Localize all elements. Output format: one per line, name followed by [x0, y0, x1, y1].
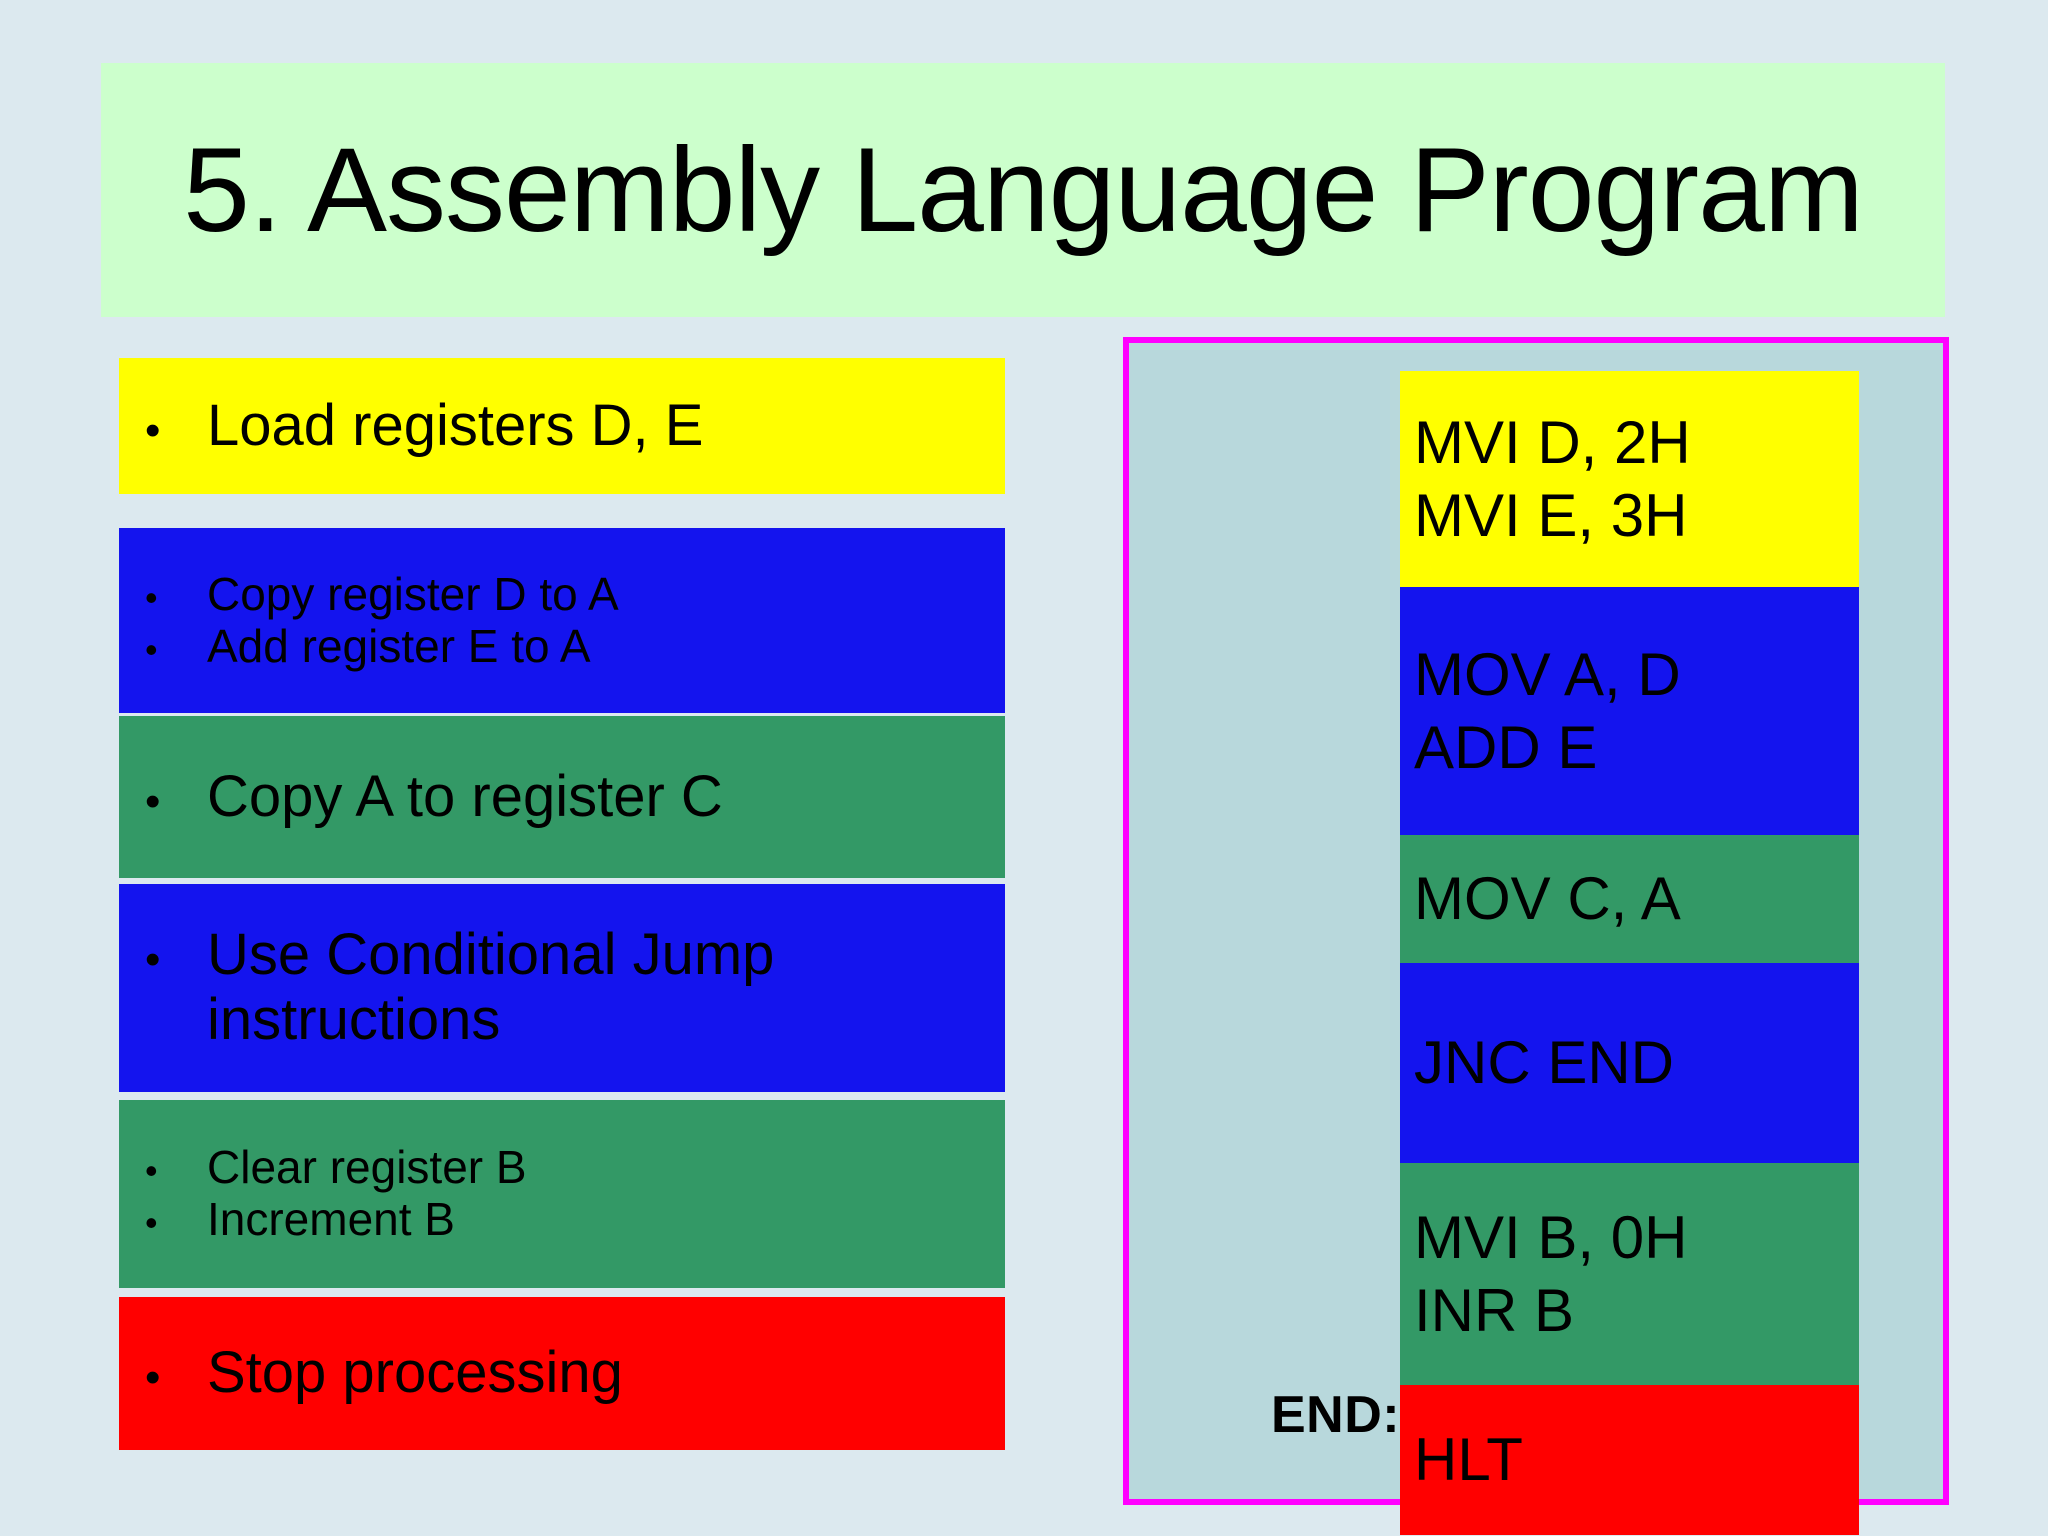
bullet-line: • Increment B: [137, 1193, 995, 1246]
bullet-icon: •: [145, 1353, 161, 1403]
bullet-line: • Copy A to register C: [137, 763, 995, 830]
step-text: Stop processing: [207, 1340, 623, 1406]
step-box-copy-add: • Copy register D to A • Add register E …: [119, 528, 1005, 713]
code-line: INR B: [1414, 1277, 1575, 1344]
step-text: Increment B: [207, 1193, 455, 1245]
code-line: MVI D, 2H: [1414, 408, 1691, 476]
code-listing: MVI D, 2H MVI E, 3H MOV A, D ADD E MOV C…: [1400, 371, 1859, 1535]
bullet-line: • Stop processing: [137, 1340, 995, 1406]
bullet-icon: •: [145, 576, 158, 618]
title-banner: 5. Assembly Language Program: [101, 63, 1945, 317]
code-block-clear-increment-b: MVI B, 0H INR B: [1400, 1163, 1859, 1385]
step-text: Copy register D to A: [207, 567, 619, 620]
step-text: Load registers D, E: [207, 392, 704, 458]
bullet-icon: •: [145, 405, 161, 455]
bullet-icon: •: [145, 1202, 158, 1243]
step-text: Add register E to A: [207, 619, 591, 672]
code-panel: END: MVI D, 2H MVI E, 3H MOV A, D ADD E …: [1123, 337, 1949, 1535]
code-line: ADD E: [1414, 714, 1598, 781]
bullet-icon: •: [145, 935, 161, 985]
code-block-halt: HLT: [1400, 1385, 1859, 1535]
code-block-jnc-end: JNC END: [1400, 963, 1859, 1163]
code-line: MVI E, 3H: [1414, 482, 1688, 549]
end-label: END:: [1271, 1386, 1401, 1444]
bullet-line: • Use Conditional Jump instructions: [137, 922, 995, 1053]
bullet-icon: •: [145, 776, 161, 826]
step-text: Clear register B: [207, 1141, 527, 1194]
bullet-icon: •: [145, 628, 158, 670]
bullet-icon: •: [145, 1150, 158, 1192]
bullet-line: • Clear register B: [137, 1142, 995, 1194]
code-line: MOV A, D: [1414, 640, 1681, 708]
code-line: MVI B, 0H: [1414, 1203, 1688, 1271]
code-block-copy-add: MOV A, D ADD E: [1400, 587, 1859, 835]
step-box-conditional-jump: • Use Conditional Jump instructions: [119, 884, 1005, 1092]
bullet-line: • Add register E to A: [137, 619, 995, 673]
bullet-line: • Copy register D to A: [137, 567, 995, 621]
step-box-copy-a-to-c: • Copy A to register C: [119, 716, 1005, 878]
step-box-stop-processing: • Stop processing: [119, 1297, 1005, 1450]
code-line: HLT: [1414, 1426, 1523, 1494]
code-line: MOV C, A: [1414, 865, 1681, 933]
bullet-line: • Load registers D, E: [137, 392, 995, 459]
step-text: Use Conditional Jump instructions: [207, 922, 775, 1052]
code-block-move-c-a: MOV C, A: [1400, 835, 1859, 963]
step-box-load-registers: • Load registers D, E: [119, 358, 1005, 494]
page-title: 5. Assembly Language Program: [183, 123, 1864, 257]
step-text: Copy A to register C: [207, 763, 723, 829]
step-box-clear-increment-b: • Clear register B • Increment B: [119, 1100, 1005, 1288]
code-line: JNC END: [1414, 1029, 1675, 1097]
code-block-load-registers: MVI D, 2H MVI E, 3H: [1400, 371, 1859, 587]
